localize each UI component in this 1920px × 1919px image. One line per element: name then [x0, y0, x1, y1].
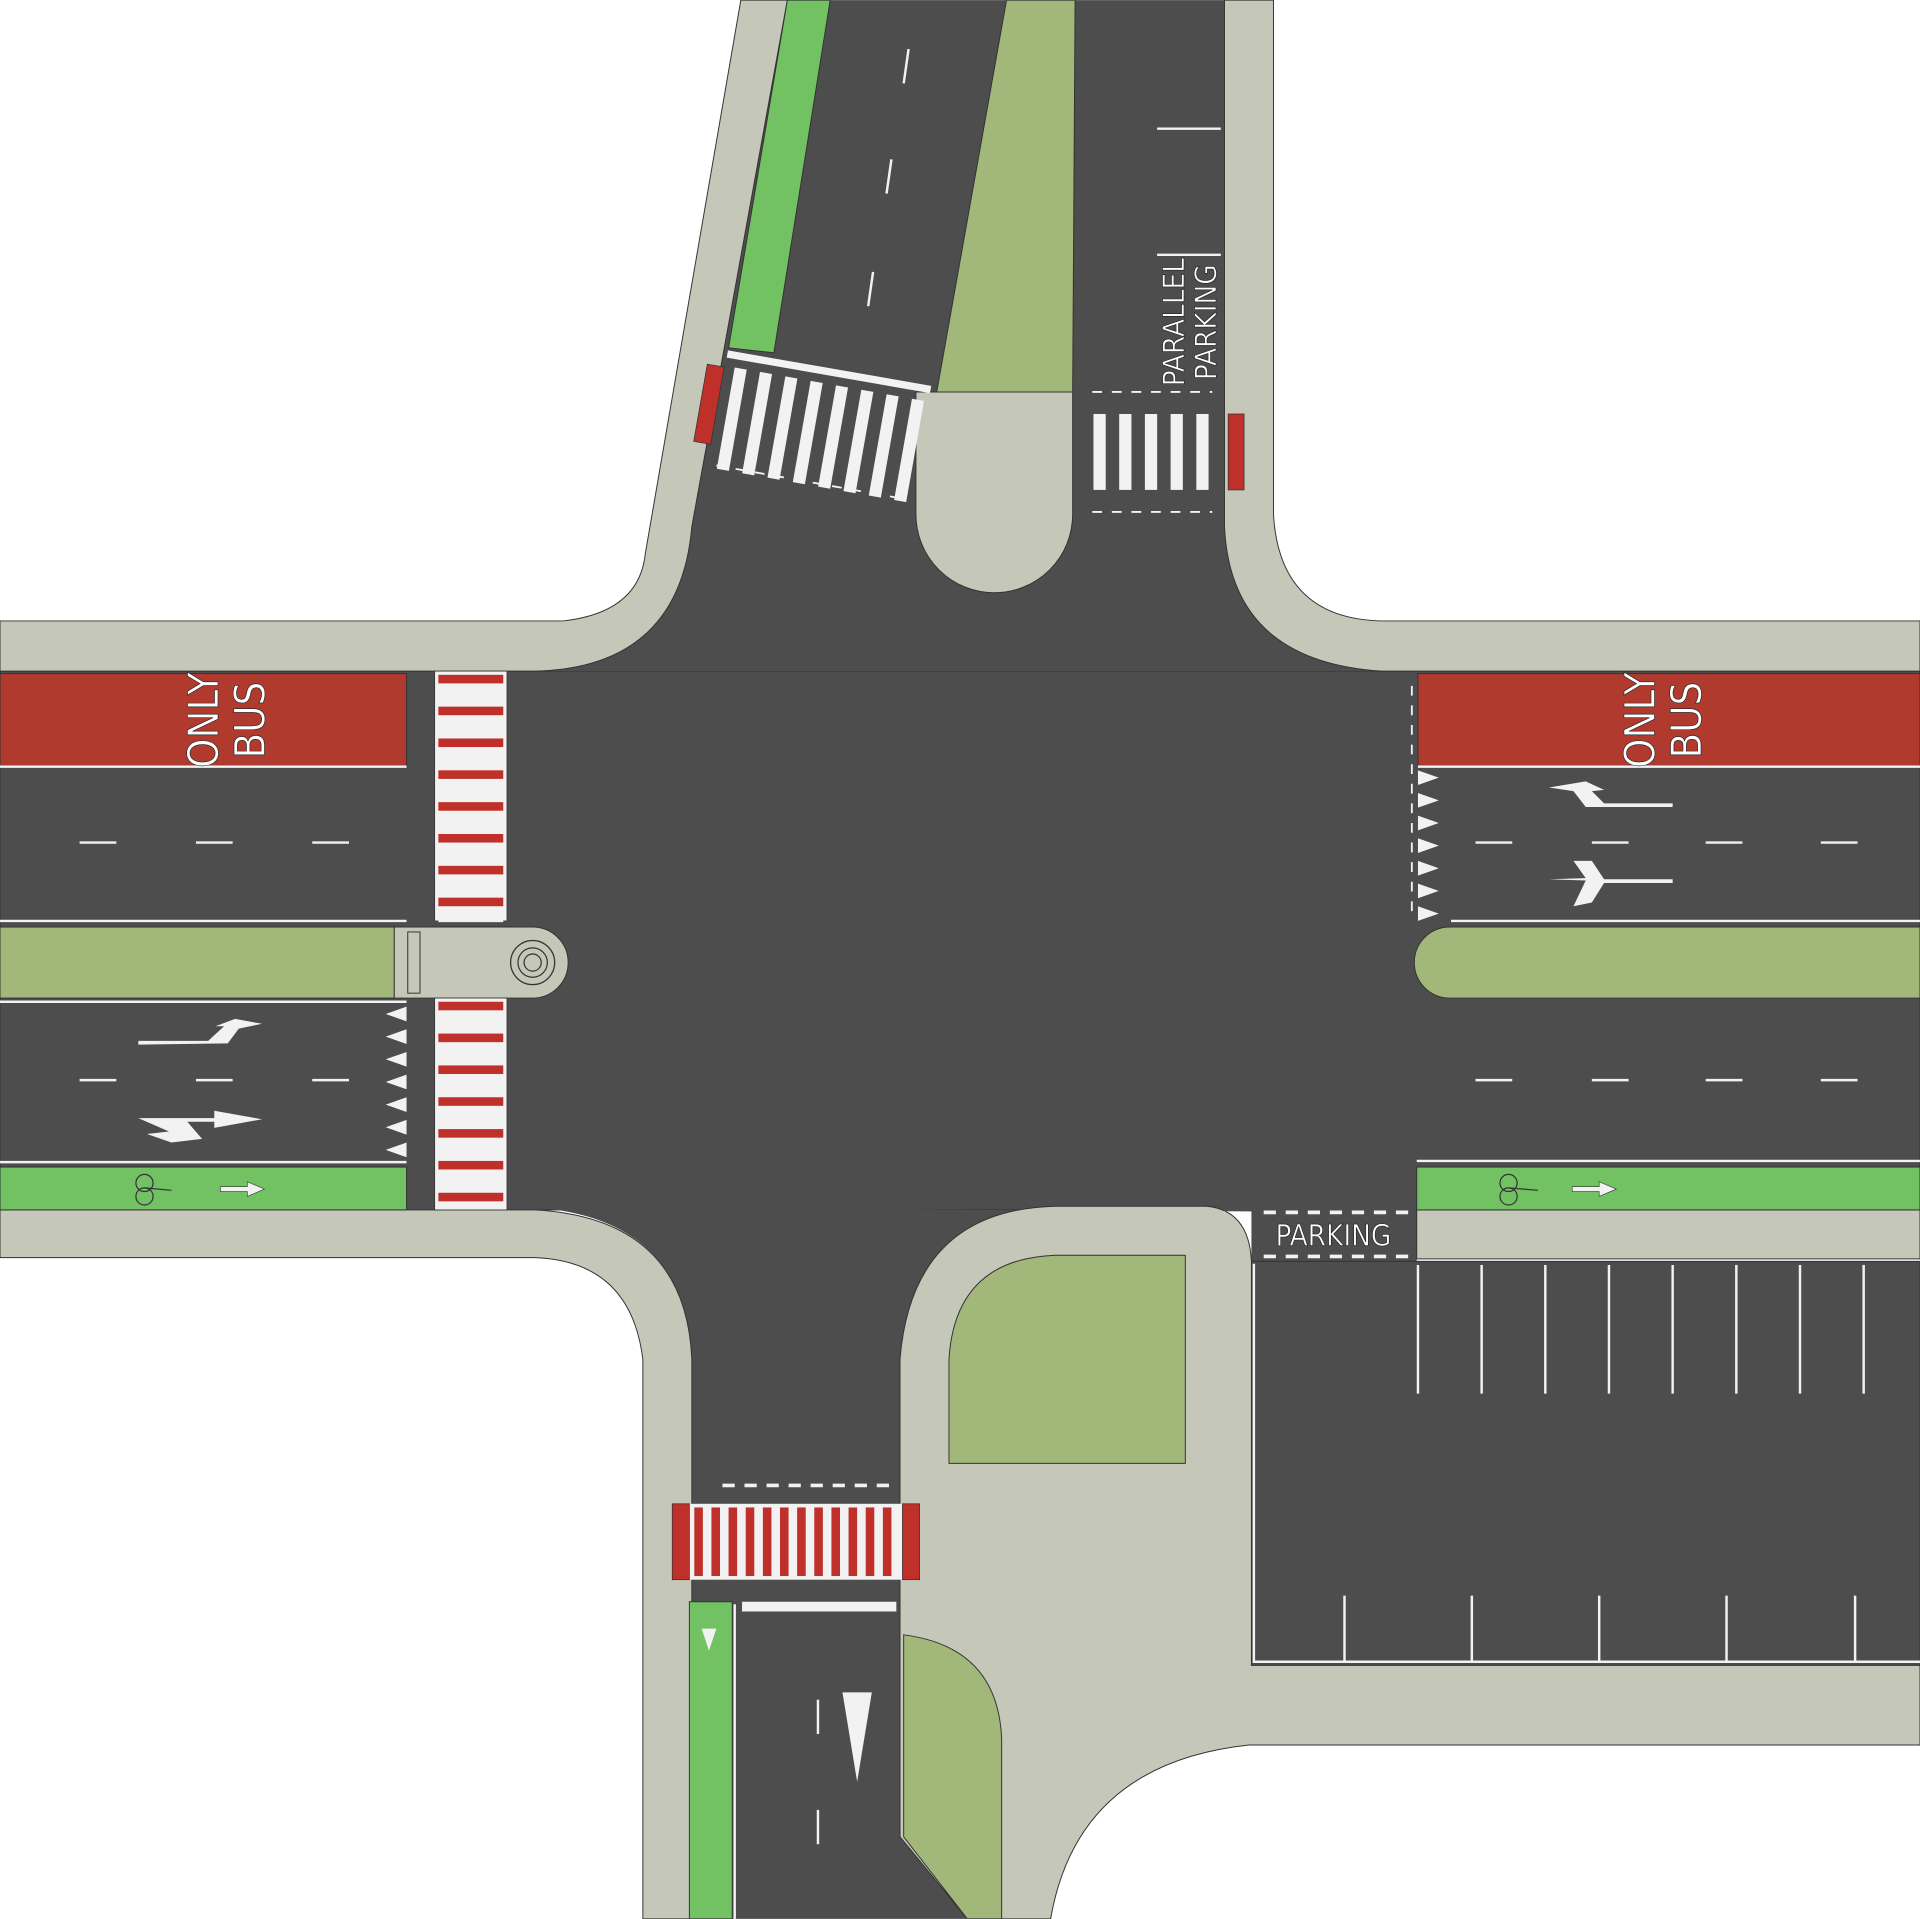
crosswalk-stripe: [438, 1065, 504, 1074]
crosswalk-stripe: [438, 913, 504, 923]
lane-dashes: [79, 48, 1858, 1845]
yield-triangle: [1417, 883, 1439, 899]
crosswalk-stripe: [780, 1507, 789, 1577]
parallel-parking-label-2: PARKING: [1189, 264, 1223, 380]
crosswalk-stripe: [438, 1001, 504, 1011]
traffic-island-north: [915, 391, 1074, 594]
crosswalk-stripe: [848, 1507, 858, 1577]
crosswalk-stripe: [438, 706, 504, 716]
arrow-right-icon: [220, 1181, 1618, 1197]
crosswalk-stripe: [745, 1507, 755, 1577]
crosswalk-stripe: [438, 865, 504, 875]
crosswalk-stripe: [438, 1192, 504, 1202]
turn-arrow-icon: [138, 781, 1673, 1782]
yield-triangle-icon: [385, 770, 1439, 1158]
crosswalk-stripe: [438, 818, 504, 827]
parking-stall-lines: [1252, 1263, 1920, 1663]
parallel-parking-label-1: PARALLEL: [1157, 258, 1191, 386]
bus-lane-label-west-2: BUS: [225, 682, 274, 759]
crosswalk-north-east: [1093, 413, 1209, 490]
bus-lane-label-east-2: BUS: [1662, 682, 1711, 759]
sidewalk-northeast: [1224, 0, 1920, 672]
crosswalk-west: [434, 670, 508, 1211]
crosswalk-stripe: [711, 1507, 720, 1577]
crosswalk-stripe: [728, 1507, 738, 1577]
crosswalk-stripe: [438, 1113, 504, 1122]
planter-southeast: [948, 1254, 1186, 1464]
crosswalk-stripe: [882, 1507, 892, 1577]
median-east: [1413, 926, 1920, 999]
median-west: [0, 926, 395, 999]
yield-triangle: [385, 1097, 407, 1112]
bike-lane-south: [688, 1601, 733, 1919]
lamp-post-icon: [407, 931, 556, 994]
sidewalk-northwest: [0, 0, 788, 672]
parking-lot: [1250, 1260, 1920, 1666]
south-road: [535, 1206, 1417, 1919]
yield-triangle: [385, 1119, 407, 1135]
bicycle-icon: [135, 1173, 1539, 1206]
crosswalk-stripe: [438, 1129, 504, 1138]
crosswalk-stripe: [814, 1507, 823, 1577]
stop-line-north: [726, 350, 932, 394]
crosswalk-stripe: [865, 1507, 875, 1577]
crosswalk-stripe: [438, 1033, 504, 1043]
sidewalk-southwest: [0, 1209, 693, 1919]
yield-triangle: [385, 1051, 407, 1067]
crosswalk-stripe: [438, 1049, 504, 1059]
crosswalk-stripe: [438, 1176, 504, 1186]
crosswalk-stripe: [438, 786, 504, 795]
crosswalk-stripe: [438, 1017, 504, 1027]
bike-lane-west: [0, 1166, 408, 1211]
crosswalk-stripe: [831, 1507, 840, 1577]
yield-triangle: [385, 1029, 407, 1044]
yield-triangle: [385, 1142, 407, 1158]
yield-triangle: [1417, 815, 1439, 831]
crosswalk-stripe: [438, 1097, 504, 1106]
crosswalk-stripe: [438, 1145, 504, 1154]
yield-triangle: [1417, 906, 1439, 921]
bus-lane-label-west-1: ONLY: [179, 672, 228, 768]
crosswalk-north-west: [716, 367, 925, 503]
crosswalk-stripe: [438, 802, 504, 811]
bus-lane-east: [1417, 673, 1920, 766]
median-west-island: [393, 926, 569, 999]
crosswalk-stripe: [438, 881, 504, 891]
yield-triangle: [385, 1006, 407, 1022]
crosswalk-stripe: [694, 1507, 703, 1577]
yield-triangle: [385, 1074, 407, 1090]
crosswalk-stripe: [438, 674, 504, 684]
bike-lane-north: [728, 0, 831, 354]
crosswalk-stripe: [438, 849, 504, 859]
crosswalk-stripe: [438, 738, 504, 748]
planter-south: [903, 1634, 1003, 1919]
bus-lane-west: [0, 673, 408, 766]
parking-entrance-label: PARKING: [1276, 1218, 1392, 1252]
yield-triangle: [1417, 838, 1439, 853]
sidewalk-east-south: [1416, 1209, 1920, 1260]
parking-entrance: [1251, 1207, 1417, 1264]
crosswalk-stripe: [438, 770, 504, 779]
yield-triangle: [1417, 770, 1439, 786]
crosswalk-stripe: [438, 754, 504, 763]
tactile-pads: [671, 363, 1245, 1581]
crosswalk-stripe: [438, 1081, 504, 1090]
crosswalk-south: [689, 1503, 903, 1580]
median-north: [936, 0, 1076, 393]
crosswalk-stripe: [438, 833, 504, 843]
crosswalk-stripe: [438, 897, 504, 907]
crosswalk-stripe: [762, 1507, 772, 1577]
crosswalk-stripe: [438, 722, 504, 732]
bike-lane-east: [1416, 1166, 1920, 1211]
yield-triangle: [1417, 860, 1439, 876]
crosswalk-stripe: [797, 1507, 806, 1577]
crosswalk-stripe: [438, 1160, 504, 1170]
bus-lane-label-east-1: ONLY: [1615, 672, 1664, 768]
crosswalk-stripe: [438, 690, 504, 700]
yield-triangle: [1417, 792, 1439, 808]
